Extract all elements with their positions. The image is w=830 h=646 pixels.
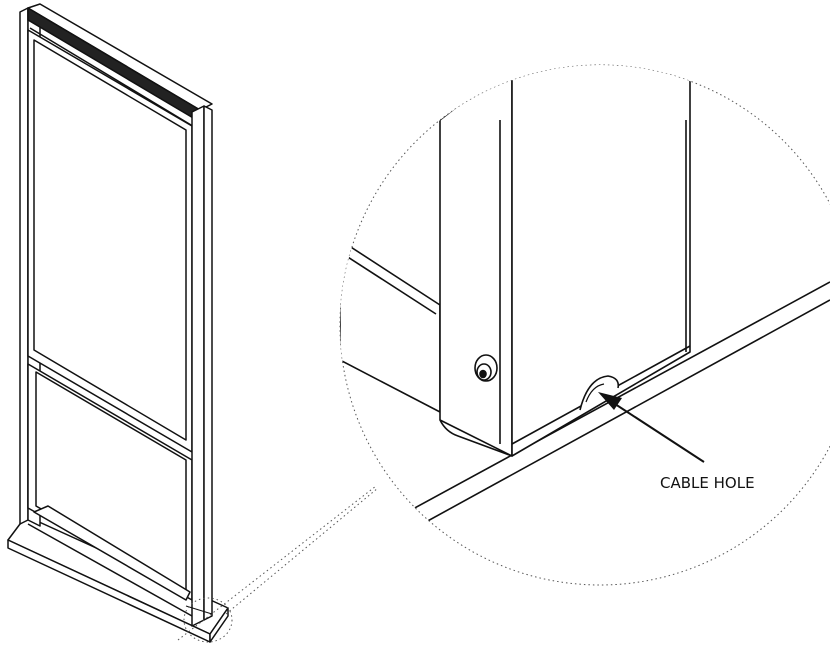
zoom-source-circle	[183, 597, 233, 643]
zoom-leader-lines	[177, 485, 379, 643]
cable-hole-callout: CABLE HOLE	[598, 392, 755, 492]
detail-upright-front	[439, 65, 513, 457]
kiosk-stand	[7, 3, 229, 643]
display-screen	[27, 29, 193, 453]
foot-corner	[185, 605, 213, 615]
detail-upright-side	[511, 65, 691, 457]
callout-arrowhead	[598, 392, 622, 410]
right-upright	[191, 105, 213, 627]
detail-bolt	[474, 354, 498, 382]
detail-lower-panel	[340, 239, 441, 413]
detail-view	[340, 65, 830, 535]
callout-arrow-line	[611, 401, 705, 463]
top-header-bar	[27, 3, 213, 129]
callout-label: CABLE HOLE	[660, 474, 755, 492]
bottom-ledge	[27, 505, 193, 617]
